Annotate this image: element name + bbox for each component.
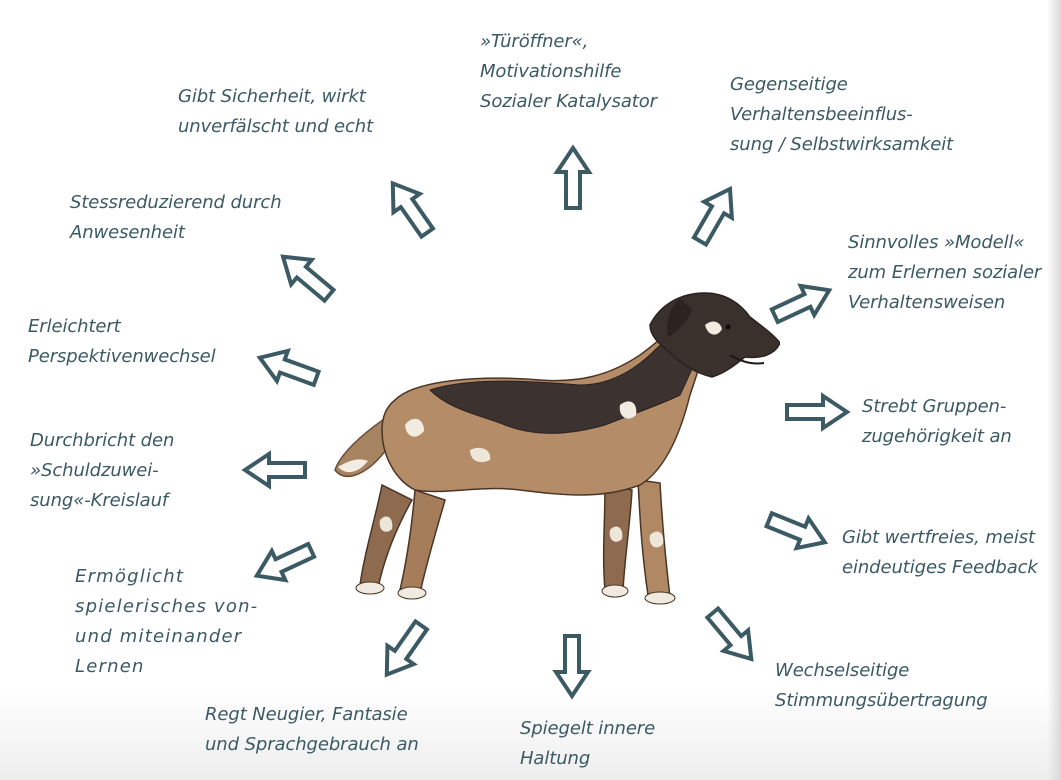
label-group-belonging: Strebt Gruppen- zugehörigkeit an [862,392,1012,452]
label-mirror-attitude: Spiegelt innere Haltung [520,714,655,774]
arrow-up-right-icon [683,178,746,251]
label-model-social: Sinnvolles »Modell« zum Erlernen soziale… [848,228,1041,318]
dog-illustration [320,285,780,625]
label-security: Gibt Sicherheit, wirkt unverfälscht und … [178,82,373,142]
arrow-up-left-steep-icon [377,171,443,244]
arrow-left-down-icon [247,533,320,593]
page-edge-shade [1047,0,1061,780]
label-perspective: Erleichtert Perspektivenwechsel [28,312,215,372]
label-feedback: Gibt wertfreies, meist eindeutiges Feedb… [842,523,1038,583]
label-mood-transfer: Wechselseitige Stimmungsübertragung [775,656,988,716]
arrow-right-icon [785,394,849,430]
label-mutual-influence: Gegenseitige Verhaltensbeeinflus- sung /… [730,70,953,160]
label-curiosity: Regt Neugier, Fantasie und Sprachgebrauc… [205,700,419,760]
arrow-left-up-icon [252,340,324,396]
arrow-down-icon [554,634,590,698]
label-stress-reduction: Stessreduzierend durch Anwesenheit [70,188,282,248]
label-door-opener: »Türöffner«, Motivationshilfe Sozialer K… [480,27,657,117]
label-blame-cycle: Durchbricht den »Schuldzuwei- sung«-Krei… [30,426,174,516]
label-playful-learning: Ermöglicht spielerisches von- und mitein… [75,562,258,682]
arrow-left-icon [243,452,307,488]
arrow-up-icon [555,146,591,210]
